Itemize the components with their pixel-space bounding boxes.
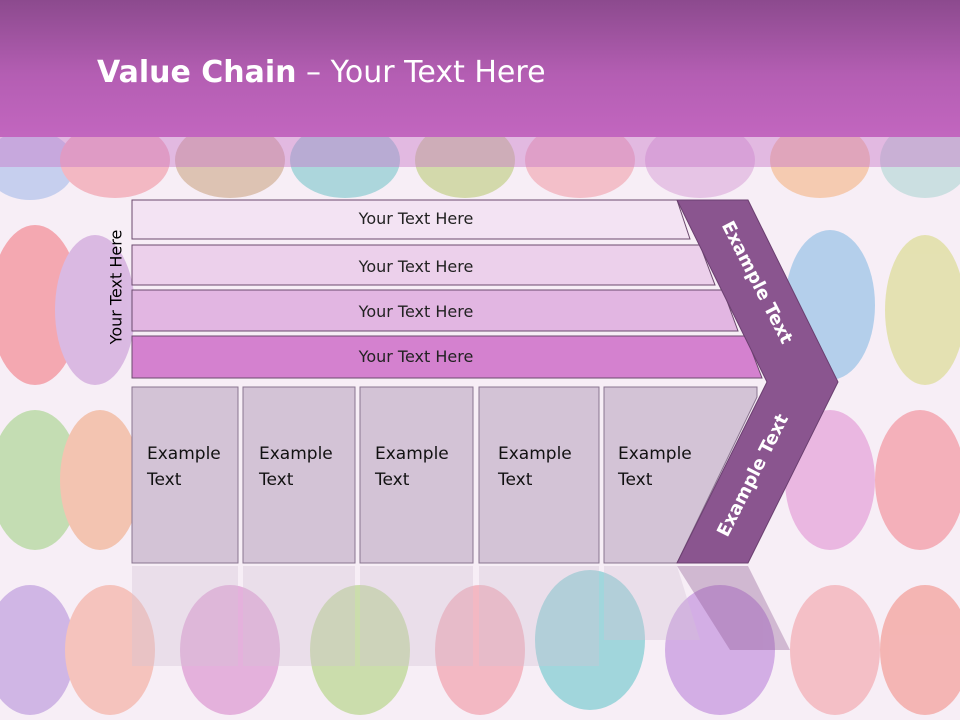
bar-3-shape[interactable] bbox=[131, 289, 739, 332]
box-5-line1: Example bbox=[618, 444, 692, 464]
box-4[interactable] bbox=[478, 386, 600, 564]
box-4-line1: Example bbox=[498, 444, 572, 464]
bar-1-shape[interactable] bbox=[131, 199, 691, 240]
box-1-line2: Text bbox=[146, 470, 182, 490]
box-3[interactable] bbox=[359, 386, 474, 564]
box-3-line2: Text bbox=[374, 470, 410, 490]
box-3-line1: Example bbox=[375, 444, 449, 464]
box-5[interactable] bbox=[603, 386, 758, 564]
bar-2-shape[interactable] bbox=[131, 244, 716, 286]
title-bar-band bbox=[0, 137, 960, 167]
bar-3-label: Your Text Here bbox=[358, 302, 474, 321]
slide-title[interactable]: Value Chain – Your Text Here bbox=[97, 55, 546, 90]
diagram-reflection bbox=[132, 566, 790, 666]
title-bar bbox=[0, 0, 960, 137]
box-4-line2: Text bbox=[497, 470, 533, 490]
title-bold: Value Chain bbox=[97, 55, 297, 90]
box-2-line2: Text bbox=[258, 470, 294, 490]
box-5-line2: Text bbox=[617, 470, 653, 490]
box-1[interactable] bbox=[131, 386, 239, 564]
bar-1-label: Your Text Here bbox=[358, 209, 474, 228]
bar-4-label: Your Text Here bbox=[358, 347, 474, 366]
box-1-line1: Example bbox=[147, 444, 221, 464]
bar-2-label: Your Text Here bbox=[358, 257, 474, 276]
box-2[interactable] bbox=[242, 386, 356, 564]
chevron-arrow[interactable] bbox=[676, 199, 839, 564]
box-2-line1: Example bbox=[259, 444, 333, 464]
title-rest: – Your Text Here bbox=[296, 55, 546, 90]
bar-4-shape[interactable] bbox=[131, 335, 763, 379]
